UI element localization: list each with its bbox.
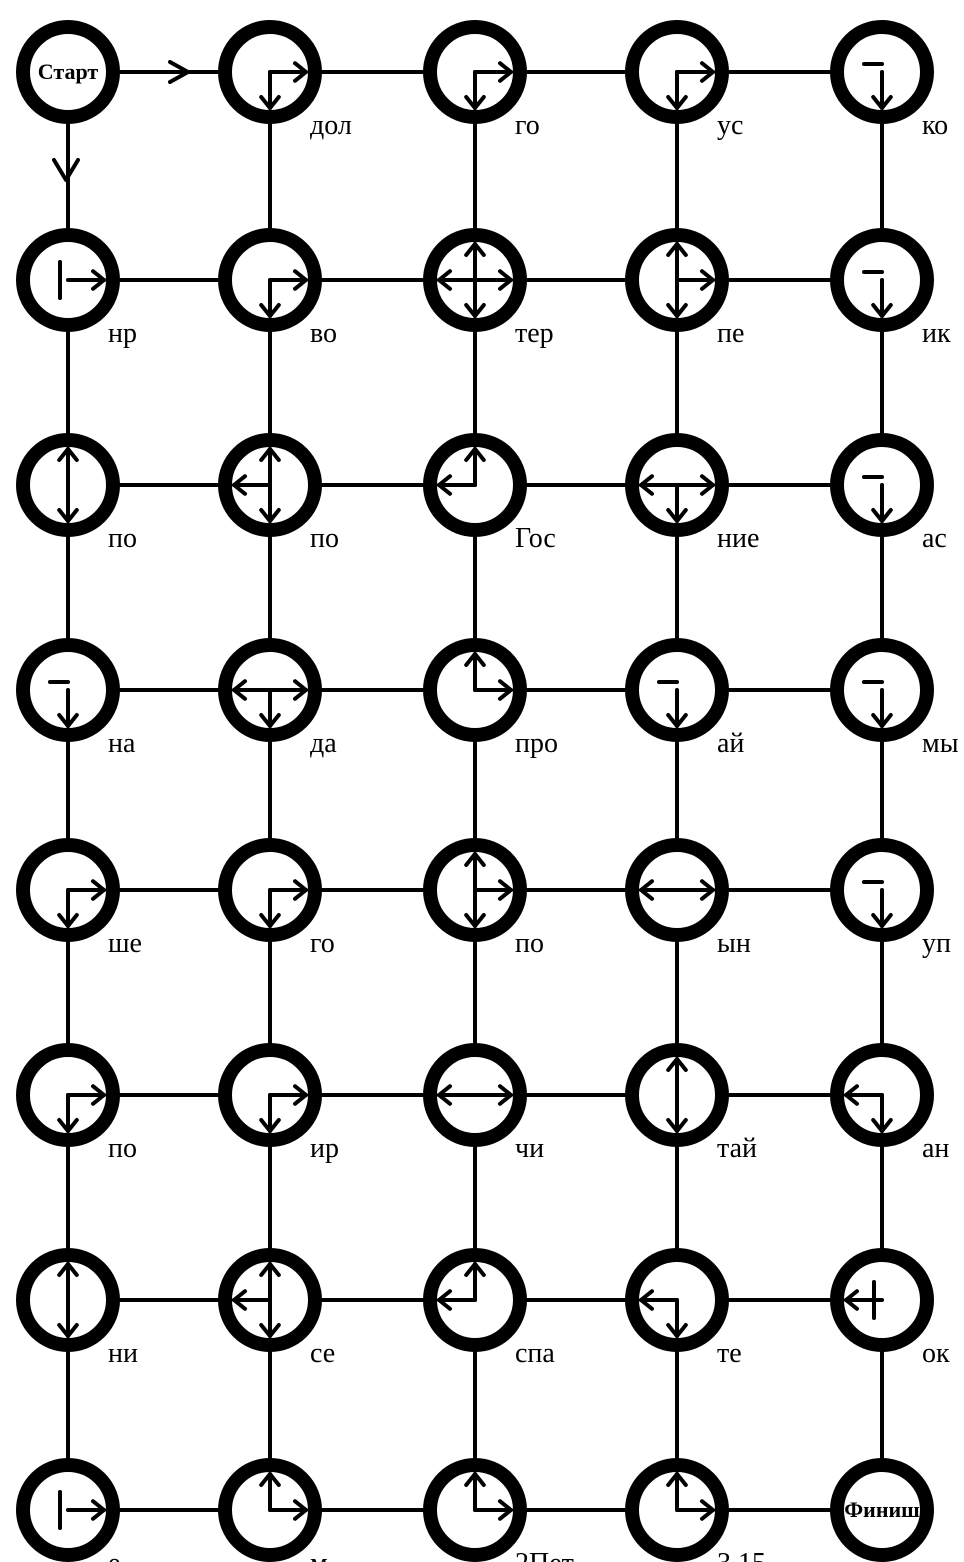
maze-node: пе bbox=[632, 235, 744, 349]
maze-node: нр bbox=[23, 235, 137, 349]
maze-node: во bbox=[225, 235, 337, 349]
syllable-label: ас bbox=[922, 523, 947, 554]
maze-node: тер bbox=[430, 235, 554, 349]
maze-node: ше bbox=[23, 845, 142, 959]
syllable-label: ко bbox=[922, 110, 948, 141]
maze-node: 3.15 bbox=[632, 1465, 766, 1562]
syllable-label: дол bbox=[310, 110, 352, 141]
maze-node: чи bbox=[430, 1050, 544, 1164]
syllable-label: про bbox=[515, 728, 558, 759]
syllable-label: те bbox=[717, 1338, 742, 1369]
maze-node: те bbox=[632, 1255, 742, 1369]
syllable-label: м bbox=[310, 1548, 328, 1562]
syllable-label: спа bbox=[515, 1338, 555, 1369]
syllable-label: пе bbox=[717, 318, 744, 349]
syllable-label: уп bbox=[922, 928, 951, 959]
syllable-label: ше bbox=[108, 928, 142, 959]
maze-node: ир bbox=[225, 1050, 339, 1164]
syllable-label: ок bbox=[922, 1338, 950, 1369]
syllable-label: ай bbox=[717, 728, 744, 759]
maze-node: ан bbox=[837, 1050, 949, 1164]
maze-node: да bbox=[225, 645, 337, 759]
maze-node: ко bbox=[837, 27, 948, 141]
syllable-label: на bbox=[108, 728, 136, 759]
maze-node: по bbox=[23, 440, 137, 554]
maze-node: про bbox=[430, 645, 558, 759]
maze-node: е bbox=[23, 1465, 120, 1562]
maze-node: м bbox=[225, 1465, 328, 1562]
syllable-label: ик bbox=[922, 318, 951, 349]
syllable-label: ын bbox=[717, 928, 751, 959]
syllable-label: ние bbox=[717, 523, 759, 554]
syllable-label: по bbox=[108, 523, 137, 554]
syllable-label: Гос bbox=[515, 523, 556, 554]
syllable-label: ир bbox=[310, 1133, 339, 1164]
maze-node: 2Пет. bbox=[430, 1465, 579, 1562]
maze-node: тай bbox=[632, 1050, 757, 1164]
syllable-label: го bbox=[515, 110, 540, 141]
maze-node: Гос bbox=[430, 440, 556, 554]
maze-node: уп bbox=[837, 845, 951, 959]
syllable-label: чи bbox=[515, 1133, 544, 1164]
maze-node: дол bbox=[225, 27, 352, 141]
syllable-label: по bbox=[108, 1133, 137, 1164]
maze-node: спа bbox=[430, 1255, 555, 1369]
syllable-label: е bbox=[108, 1548, 120, 1562]
finish-label: Финиш bbox=[844, 1497, 920, 1522]
maze-node: ын bbox=[632, 845, 751, 959]
maze-node: по bbox=[225, 440, 339, 554]
syllable-label: мы bbox=[922, 728, 959, 759]
maze-node: ас bbox=[837, 440, 947, 554]
syllable-label: 2Пет. bbox=[515, 1548, 579, 1562]
maze-node: се bbox=[225, 1255, 335, 1369]
maze-node: ок bbox=[837, 1255, 950, 1369]
syllable-label: по bbox=[515, 928, 544, 959]
maze-node: ни bbox=[23, 1255, 138, 1369]
maze-node: мы bbox=[837, 645, 959, 759]
maze-node: го bbox=[430, 27, 540, 141]
syllable-label: ус bbox=[717, 110, 743, 141]
maze-node: ай bbox=[632, 645, 744, 759]
syllable-label: ни bbox=[108, 1338, 138, 1369]
syllable-label: тай bbox=[717, 1133, 757, 1164]
maze-node: ик bbox=[837, 235, 951, 349]
syllable-label: го bbox=[310, 928, 335, 959]
maze-node: по bbox=[23, 1050, 137, 1164]
maze-node: го bbox=[225, 845, 335, 959]
syllable-label: се bbox=[310, 1338, 335, 1369]
maze-node: на bbox=[23, 645, 136, 759]
syllable-label: тер bbox=[515, 318, 554, 349]
maze-node: ус bbox=[632, 27, 743, 141]
maze-node: ние bbox=[632, 440, 759, 554]
syllable-label: нр bbox=[108, 318, 137, 349]
syllable-label: да bbox=[310, 728, 337, 759]
syllable-label: ан bbox=[922, 1133, 949, 1164]
syllable-label: во bbox=[310, 318, 337, 349]
syllable-label: по bbox=[310, 523, 339, 554]
syllable-label: 3.15 bbox=[717, 1548, 766, 1562]
start-label: Старт bbox=[38, 59, 99, 84]
maze-node: по bbox=[430, 845, 544, 959]
